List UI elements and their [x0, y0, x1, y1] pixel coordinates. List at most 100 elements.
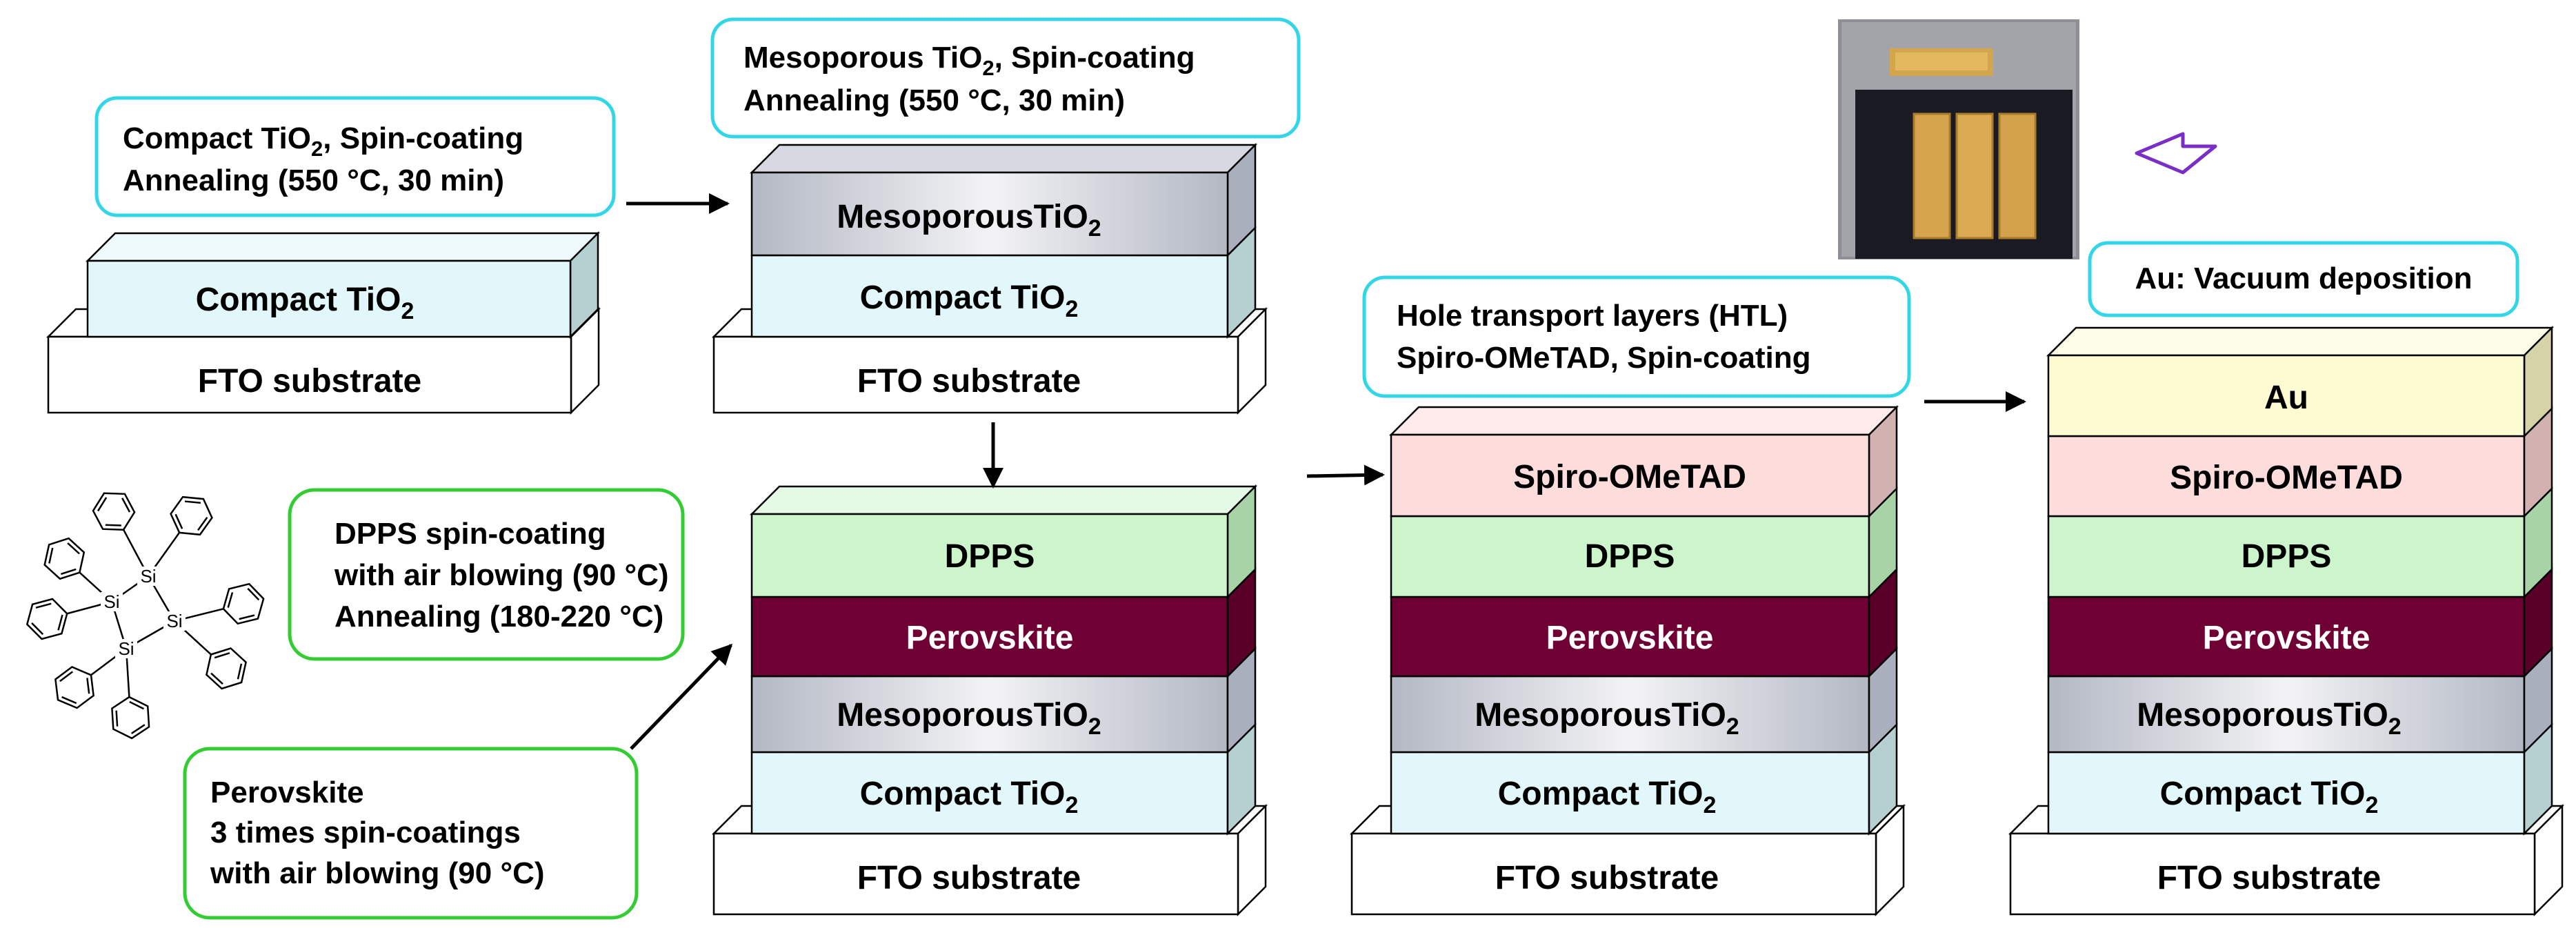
layer-mesoporous-tio2: MesoporousTiO2 — [1390, 646, 1898, 755]
phenyl-ring — [206, 647, 247, 690]
double-bond — [237, 663, 243, 680]
layer-label: Compact TiO2 — [860, 776, 1079, 818]
layer-label: MesoporousTiO2 — [1475, 697, 1739, 740]
stack-mesoporous: FTO substrate Compact TiO2 MesoporousTiO… — [711, 142, 1268, 415]
layer-label: Spiro-OMeTAD — [2170, 460, 2403, 496]
layer-perovskite: Perovskite — [2047, 567, 2553, 679]
layer-label: Au — [2264, 380, 2308, 416]
layer-spiro-ometad: Spiro-OMeTAD — [2047, 406, 2553, 519]
layer-dpps: DPPS — [2047, 486, 2553, 600]
atom-label-bg — [137, 567, 159, 586]
double-bond — [60, 568, 77, 575]
phenyl-ring — [43, 537, 86, 580]
layer-compact-tio2: Compact TiO2 — [1390, 722, 1898, 836]
process-arrows — [626, 193, 2026, 750]
phenyl-ring — [111, 696, 150, 740]
double-bond — [210, 672, 223, 685]
atom-label-bg — [163, 611, 186, 631]
layer-compact-tio2: Compact TiO2 — [750, 722, 1257, 836]
si-atom-label: Si — [166, 611, 182, 631]
layer-label: FTO substrate — [2157, 860, 2382, 896]
layer-label: FTO substrate — [857, 860, 1081, 896]
phenyl-ring — [92, 492, 136, 531]
layer-label: Compact TiO2 — [2160, 776, 2379, 818]
double-bond — [61, 696, 77, 705]
double-bond — [174, 513, 183, 529]
double-bond — [57, 614, 63, 631]
layer-mesoporous-tio2: MesoporousTiO2 — [749, 142, 1258, 258]
layer-compact-tio2: Compact TiO2 — [2047, 722, 2553, 836]
layer-compact-tio2: Compact TiO2 — [750, 225, 1257, 339]
layer-perovskite: Perovskite — [750, 567, 1257, 679]
svg-text:with air blowing (90 °C): with air blowing (90 °C) — [334, 558, 669, 592]
double-bond — [239, 614, 255, 620]
svg-text:Annealing (550 °C, 30 min): Annealing (550 °C, 30 min) — [123, 164, 504, 197]
si-atom-label: Si — [118, 638, 134, 659]
layer-label: MesoporousTiO2 — [837, 199, 1101, 242]
layer-mesoporous-tio2: MesoporousTiO2 — [750, 646, 1257, 755]
atom-label-bg — [115, 639, 137, 658]
stack-au: FTO substrate Compact TiO2 MesoporousTiO… — [2008, 325, 2565, 917]
layer-label: FTO substrate — [857, 363, 1081, 400]
layer-label: DPPS — [945, 538, 1035, 575]
layer-label: Perovskite — [1546, 620, 1714, 656]
layer-compact-tio2: Compact TiO2 — [85, 230, 601, 339]
callout-perovskite: Perovskite 3 times spin-coatings with ai… — [183, 747, 639, 920]
callout-mesoporous: Mesoporous TiO2, Spin-coating Annealing … — [710, 17, 1301, 139]
svg-text:Annealing (550 °C, 30 min): Annealing (550 °C, 30 min) — [743, 83, 1125, 117]
stack-dpps: FTO substrate Compact TiO2 MesoporousTiO… — [711, 484, 1268, 917]
si-atom-label: Si — [140, 566, 156, 587]
layer-label: DPPS — [2241, 538, 2332, 575]
atom-label-bg — [101, 592, 123, 611]
layer-label: FTO substrate — [1495, 860, 1719, 896]
layer-label: MesoporousTiO2 — [837, 697, 1101, 740]
layer-dpps: DPPS — [1390, 486, 1898, 600]
double-bond — [105, 524, 121, 526]
layer-label: Compact TiO2 — [1498, 776, 1717, 818]
layer-label: DPPS — [1585, 538, 1675, 575]
arrow-to-device-photo — [2135, 132, 2217, 175]
layer-perovskite: Perovskite — [1390, 567, 1898, 679]
svg-text:3 times spin-coatings: 3 times spin-coatings — [210, 816, 521, 849]
callout-au: Au: Vacuum deposition — [2088, 241, 2519, 317]
double-bond — [67, 542, 80, 555]
layer-label: Compact TiO2 — [196, 282, 415, 324]
layer-label: Spiro-OMeTAD — [1513, 459, 1746, 495]
layer-label: MesoporousTiO2 — [2137, 697, 2401, 740]
callout-compact: Compact TiO2, Spin-coating Annealing (55… — [94, 96, 616, 217]
layer-spiro-ometad: Spiro-OMeTAD — [1388, 404, 1899, 519]
double-bond — [97, 497, 108, 512]
device-photo — [1838, 19, 2079, 259]
svg-text:Annealing (180-220 °C): Annealing (180-220 °C) — [335, 600, 663, 633]
layer-label: FTO substrate — [198, 363, 422, 400]
svg-text:Compact TiO2, Spin-coating: Compact TiO2, Spin-coating — [123, 121, 523, 161]
phenyl-ring — [54, 666, 94, 709]
phenyl-ring — [26, 598, 68, 640]
svg-text:Perovskite: Perovskite — [210, 776, 364, 809]
svg-text:Spiro-OMeTAD, Spin-coating: Spiro-OMeTAD, Spin-coating — [1397, 341, 1811, 375]
layer-label: Perovskite — [906, 620, 1074, 656]
double-bond — [197, 516, 208, 531]
si-atom-label: Si — [103, 591, 119, 612]
svg-text:Au: Vacuum deposition: Au: Vacuum deposition — [2135, 262, 2473, 295]
double-bond — [227, 592, 234, 608]
layer-label: Compact TiO2 — [860, 279, 1079, 322]
layer-dpps: DPPS — [749, 484, 1258, 600]
arrow-step3-to-step4 — [1306, 464, 1385, 486]
double-bond — [121, 498, 131, 513]
svg-text:DPPS spin-coating: DPPS spin-coating — [335, 517, 606, 551]
stack-spiro: FTO substrate Compact TiO2 MesoporousTiO… — [1349, 404, 1906, 917]
phenyl-ring — [222, 582, 265, 625]
callout-dpps: DPPS spin-coating with air blowing (90 °… — [288, 488, 685, 661]
double-bond — [247, 588, 260, 601]
double-bond — [35, 602, 52, 609]
double-bond — [184, 500, 201, 504]
stack-compact: FTO substrate Compact TiO2 — [46, 230, 601, 415]
double-bond — [31, 622, 44, 636]
double-bond — [214, 652, 230, 659]
svg-text:Hole transport layers (HTL): Hole transport layers (HTL) — [1397, 299, 1788, 333]
double-bond — [86, 678, 90, 694]
arrow-perovskite-callout — [630, 643, 733, 750]
